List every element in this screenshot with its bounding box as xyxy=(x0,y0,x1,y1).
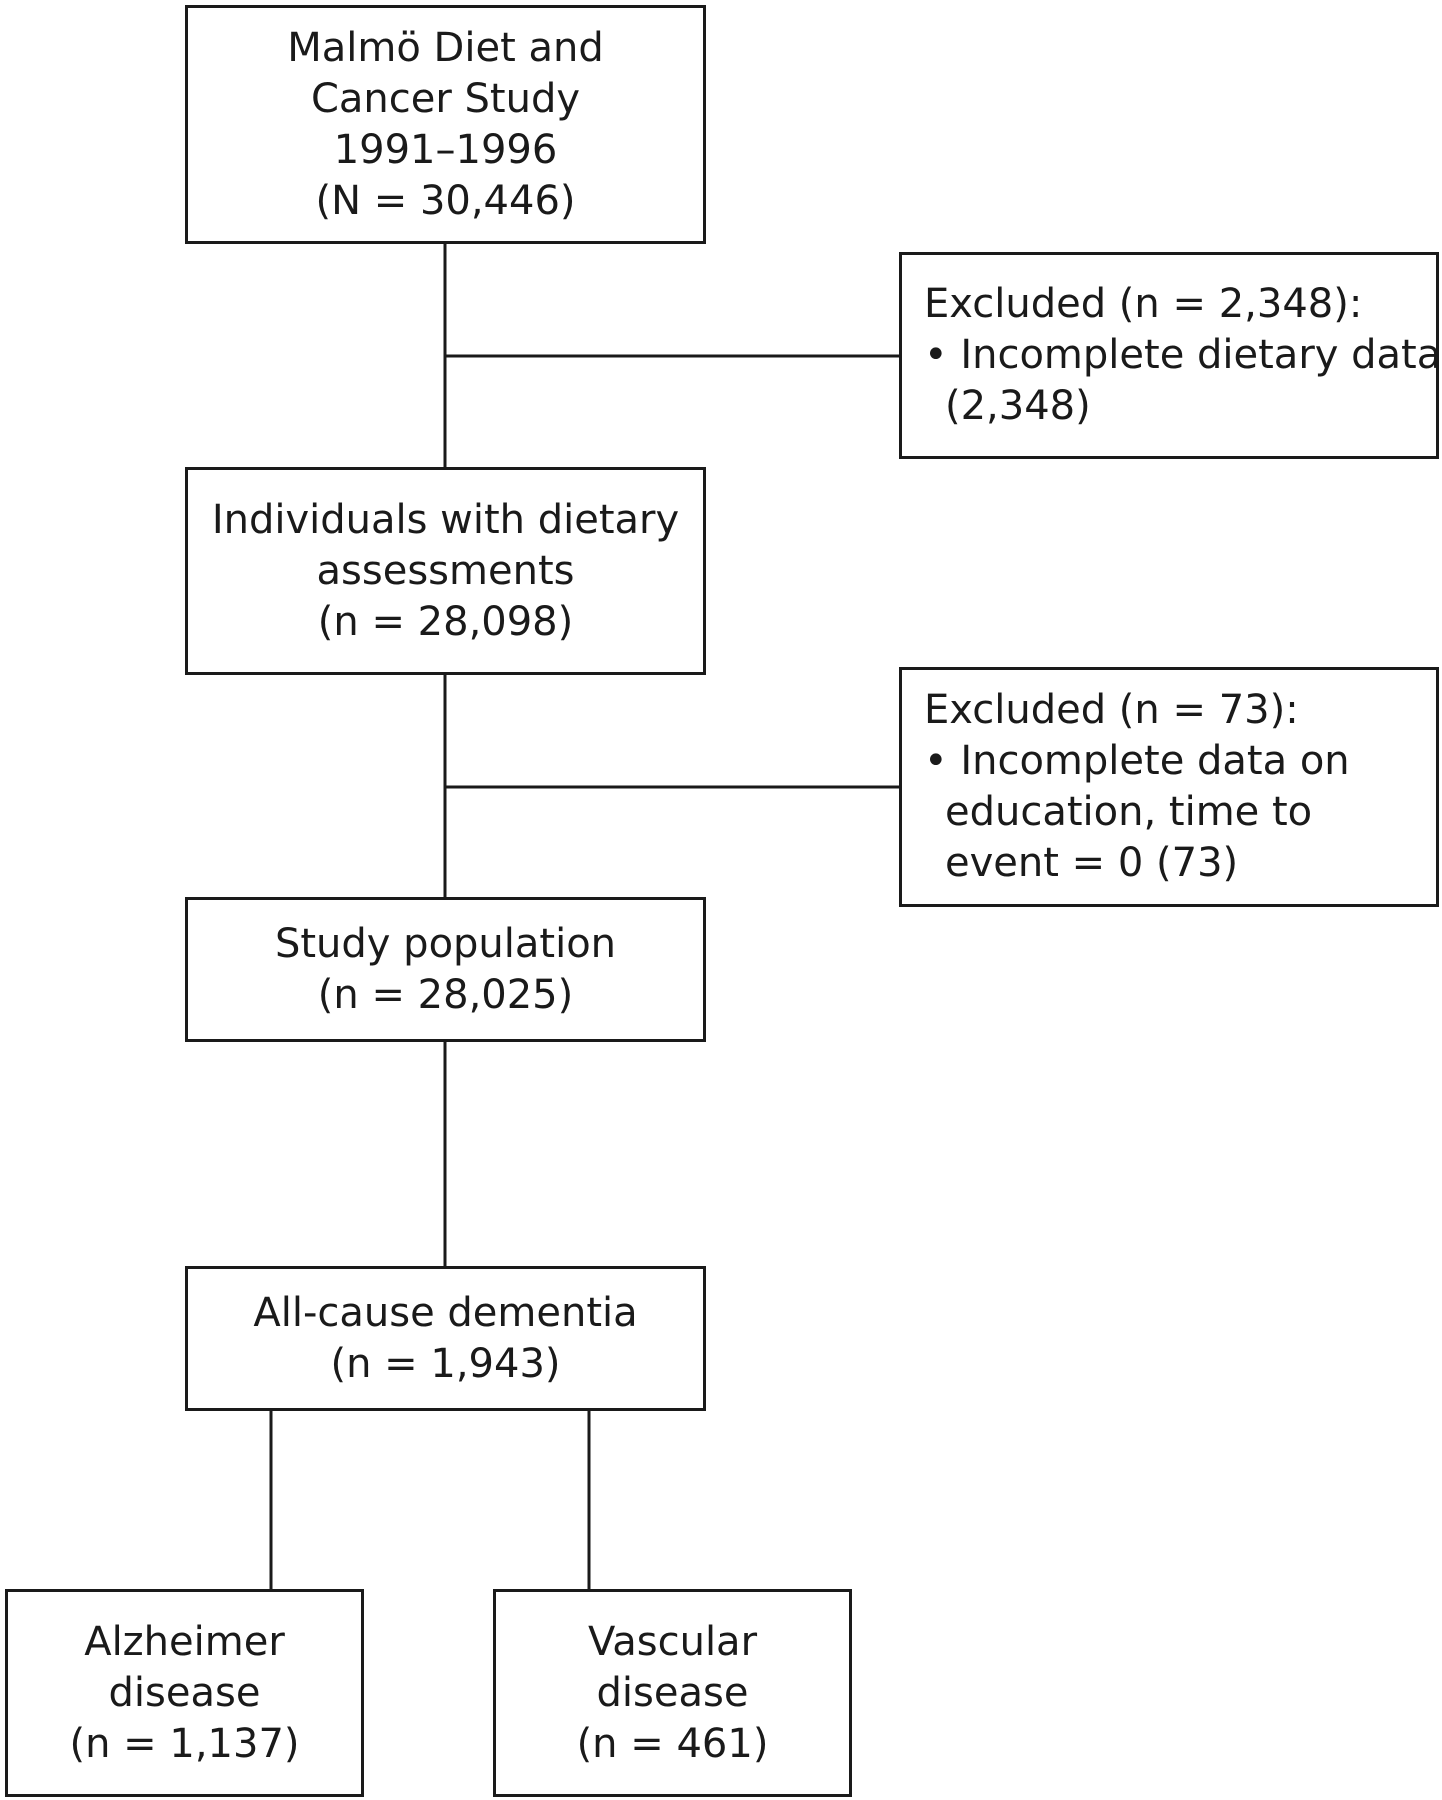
cohort-line-3: 1991–1996 xyxy=(333,126,558,173)
exclusion-box-2: Excluded (n = 73): • Incomplete data on … xyxy=(899,667,1439,907)
alzheimer-line-1: Alzheimer xyxy=(84,1618,285,1665)
exclusion-2-item-line-3: event = 0 (73) xyxy=(945,840,1239,886)
dietary-box: Individuals with dietary assessments (n … xyxy=(185,467,706,675)
cohort-box: Malmö Diet and Cancer Study 1991–1996 (N… xyxy=(185,5,706,244)
dementia-line-2: (n = 1,943) xyxy=(330,1340,561,1387)
bullet-icon: • xyxy=(924,738,948,784)
cohort-line-4: (N = 30,446) xyxy=(315,177,576,224)
dementia-line-1: All-cause dementia xyxy=(253,1289,638,1336)
vascular-line-3: (n = 461) xyxy=(576,1720,769,1767)
study-population-box: Study population (n = 28,025) xyxy=(185,897,706,1042)
exclusion-2-item: • Incomplete data on xyxy=(924,736,1424,787)
exclusion-1-heading: Excluded (n = 2,348): xyxy=(924,281,1363,327)
dementia-box: All-cause dementia (n = 1,943) xyxy=(185,1266,706,1411)
exclusion-1-item-line-2: (2,348) xyxy=(945,383,1091,429)
dietary-line-1: Individuals with dietary xyxy=(211,496,680,543)
cohort-line-2: Cancer Study xyxy=(310,75,581,122)
vascular-line-2: disease xyxy=(596,1669,749,1716)
cohort-line-1: Malmö Diet and xyxy=(287,24,604,71)
exclusion-2-item-line-2: education, time to xyxy=(945,789,1313,835)
dietary-line-2: assessments xyxy=(316,547,575,594)
dietary-line-3: (n = 28,098) xyxy=(317,598,574,645)
study-line-1: Study population xyxy=(274,920,617,967)
exclusion-box-1: Excluded (n = 2,348): • Incomplete dieta… xyxy=(899,252,1441,459)
exclusion-2-item-line-1: Incomplete data on xyxy=(960,738,1350,784)
alzheimer-line-2: disease xyxy=(108,1669,261,1716)
bullet-icon: • xyxy=(924,332,948,378)
exclusion-1-item-line-1: Incomplete dietary data xyxy=(960,332,1442,378)
exclusion-2-heading: Excluded (n = 73): xyxy=(924,687,1299,733)
vascular-box: Vascular disease (n = 461) xyxy=(493,1589,852,1797)
study-line-2: (n = 28,025) xyxy=(317,971,574,1018)
alzheimer-box: Alzheimer disease (n = 1,137) xyxy=(5,1589,364,1797)
exclusion-1-item: • Incomplete dietary data xyxy=(924,330,1441,381)
alzheimer-line-3: (n = 1,137) xyxy=(69,1720,300,1767)
vascular-line-1: Vascular xyxy=(587,1618,758,1665)
